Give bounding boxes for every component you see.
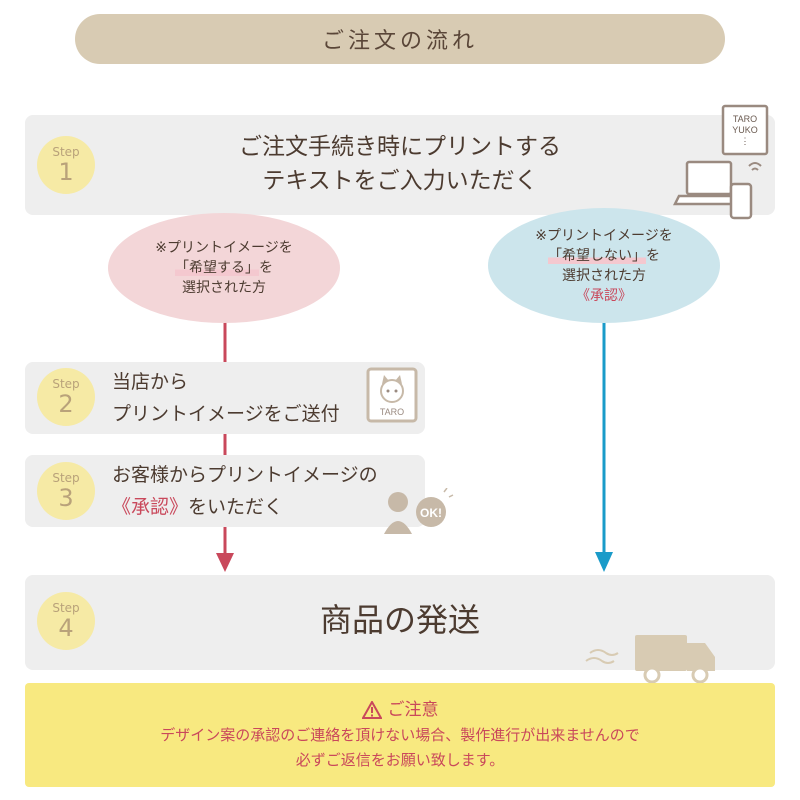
- notice-line-2: 必ずご返信をお願い致します。: [295, 751, 505, 769]
- step-3-line-2-rest: をいただく: [188, 496, 284, 518]
- step-number: 1: [58, 157, 74, 186]
- left-branch-highlight: 「希望する」: [175, 260, 259, 276]
- warning-icon: [361, 701, 382, 719]
- step-word: Step: [52, 144, 80, 159]
- step-number: 2: [58, 389, 74, 418]
- left-branch-line-1: ※プリントイメージを: [155, 240, 293, 256]
- page-title: ご注文の流れ: [75, 14, 725, 64]
- step-3-badge: Step 3: [37, 462, 95, 520]
- tablet-line-2: YUKO: [732, 125, 758, 135]
- delivery-truck-icon: [585, 635, 715, 684]
- tablet-line-3: ⋮: [741, 136, 750, 146]
- devices-icon: TARO YUKO ⋮: [672, 104, 769, 220]
- step-3-text: お客様からプリントイメージの 《承認》をいただく: [112, 459, 412, 523]
- left-branch-ellipse: ※プリントイメージを 「希望する」を 選択された方: [108, 213, 340, 323]
- step-2-badge: Step 2: [37, 368, 95, 426]
- notice-box: ご注意 デザイン案の承認のご連絡を頂けない場合、製作進行が出来ませんので 必ずご…: [25, 683, 775, 787]
- step-1-badge: Step 1: [37, 136, 95, 194]
- step-4-badge: Step 4: [37, 592, 95, 650]
- print-sample-icon: TARO: [366, 367, 418, 423]
- right-branch-line-2-rest: を: [646, 247, 660, 264]
- step-3-line-2: 《承認》をいただく: [112, 491, 412, 523]
- step-2-line-2: プリントイメージをご送付: [112, 403, 340, 425]
- step-number: 4: [58, 613, 74, 642]
- right-branch-line-1: ※プリントイメージを: [535, 227, 673, 244]
- sample-text: TARO: [380, 407, 404, 417]
- right-branch-ellipse: ※プリントイメージを 「希望しない」を 選択された方 《承認》: [488, 208, 720, 323]
- person-ok-icon: OK!: [384, 488, 454, 534]
- right-branch-line-3: 選択された方: [562, 267, 646, 284]
- left-branch-line-2-rest: を: [259, 260, 273, 276]
- right-arrow-head: [595, 552, 613, 572]
- step-word: Step: [52, 376, 80, 391]
- step-4-text: 商品の発送: [319, 601, 480, 639]
- step-number: 3: [58, 483, 74, 512]
- right-branch-line-2: 「希望しない」を: [548, 246, 660, 266]
- left-arrow-head: [216, 553, 234, 572]
- notice-line-1: デザイン案の承認のご連絡を頂けない場合、製作進行が出来ませんので: [160, 726, 640, 744]
- left-branch-line-2: 「希望する」を: [175, 258, 273, 278]
- step-2-text: 当店から プリントイメージをご送付: [112, 366, 372, 430]
- right-branch-highlight: 「希望しない」: [548, 247, 646, 264]
- left-branch-line-3: 選択された方: [182, 280, 266, 296]
- step-word: Step: [52, 600, 80, 615]
- right-branch-line-4: 《承認》: [576, 287, 632, 304]
- approval-label: 《承認》: [112, 496, 189, 518]
- ok-bubble-text: OK!: [420, 506, 442, 520]
- tablet-line-1: TARO: [733, 114, 757, 124]
- step-1-line-1: ご注文手続き時にプリントする: [239, 134, 561, 160]
- step-word: Step: [52, 470, 80, 485]
- step-2-line-1: 当店から: [112, 371, 189, 393]
- step-3-line-1: お客様からプリントイメージの: [112, 464, 378, 486]
- step-1-line-2: テキストをご入力いただく: [262, 168, 538, 194]
- notice-title: ご注意: [387, 700, 439, 720]
- step-1-box: [25, 115, 775, 215]
- step-1-text: ご注文手続き時にプリントする テキストをご入力いただく: [180, 130, 620, 198]
- notice-title-row: ご注意: [361, 697, 439, 723]
